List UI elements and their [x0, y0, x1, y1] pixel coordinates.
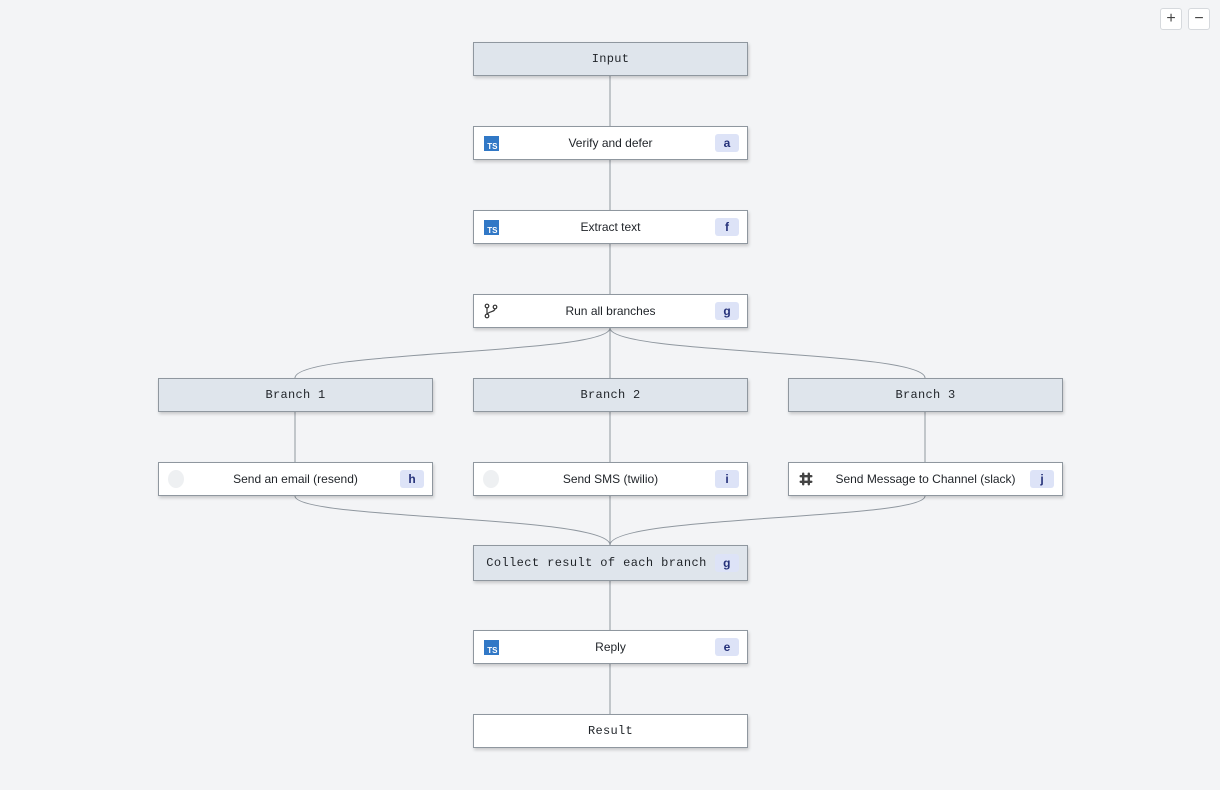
collect-results-node[interactable]: Collect result of each branch g: [473, 545, 748, 581]
edge-run-branch1: [294, 327, 611, 379]
step-label: Verify and defer: [568, 136, 653, 150]
result-label: Result: [587, 724, 633, 738]
zoom-in-button[interactable]: +: [1160, 8, 1182, 30]
branch-2-node[interactable]: Branch 2: [473, 378, 748, 412]
step-id-badge: i: [715, 470, 739, 488]
branch-icon: [483, 303, 499, 319]
step-id-badge: f: [715, 218, 739, 236]
step-label: Send an email (resend): [233, 472, 358, 486]
branch-3-node[interactable]: Branch 3: [788, 378, 1063, 412]
minus-icon: −: [1194, 10, 1204, 27]
run-all-branches-node[interactable]: Run all branches g: [473, 294, 748, 328]
edge-email-collect: [294, 495, 611, 546]
step-id-badge: a: [715, 134, 739, 152]
step-id-badge: g: [715, 302, 739, 320]
send-sms-node[interactable]: Send SMS (twilio) i: [473, 462, 748, 496]
reply-node[interactable]: TS Reply e: [473, 630, 748, 664]
step-label: Send SMS (twilio): [562, 472, 659, 486]
resend-icon: [168, 470, 184, 488]
branch-1-node[interactable]: Branch 1: [158, 378, 433, 412]
typescript-icon: TS: [483, 135, 499, 151]
step-label: Extract text: [580, 220, 641, 234]
send-email-node[interactable]: Send an email (resend) h: [158, 462, 433, 496]
edge-run-branch3: [609, 327, 926, 379]
step-id-badge: j: [1030, 470, 1054, 488]
zoom-out-button[interactable]: −: [1188, 8, 1210, 30]
step-label: Send Message to Channel (slack): [835, 472, 1016, 486]
typescript-icon: TS: [483, 219, 499, 235]
slack-icon: [798, 471, 814, 487]
branch-label: Branch 3: [895, 388, 956, 402]
edge-slack-collect: [609, 495, 926, 546]
typescript-icon: TS: [483, 639, 499, 655]
step-label: Run all branches: [565, 304, 656, 318]
branch-label: Branch 2: [580, 388, 641, 402]
step-label: Reply: [595, 640, 626, 654]
send-slack-node[interactable]: Send Message to Channel (slack) j: [788, 462, 1063, 496]
plus-icon: +: [1166, 10, 1176, 27]
verify-and-defer-node[interactable]: TS Verify and defer a: [473, 126, 748, 160]
input-label: Input: [591, 52, 630, 66]
step-id-badge: g: [715, 554, 739, 572]
step-id-badge: e: [715, 638, 739, 656]
extract-text-node[interactable]: TS Extract text f: [473, 210, 748, 244]
collect-label: Collect result of each branch: [486, 556, 707, 570]
step-id-badge: h: [400, 470, 424, 488]
result-node[interactable]: Result: [473, 714, 748, 748]
twilio-icon: [483, 470, 499, 488]
branch-label: Branch 1: [265, 388, 326, 402]
input-node[interactable]: Input: [473, 42, 748, 76]
